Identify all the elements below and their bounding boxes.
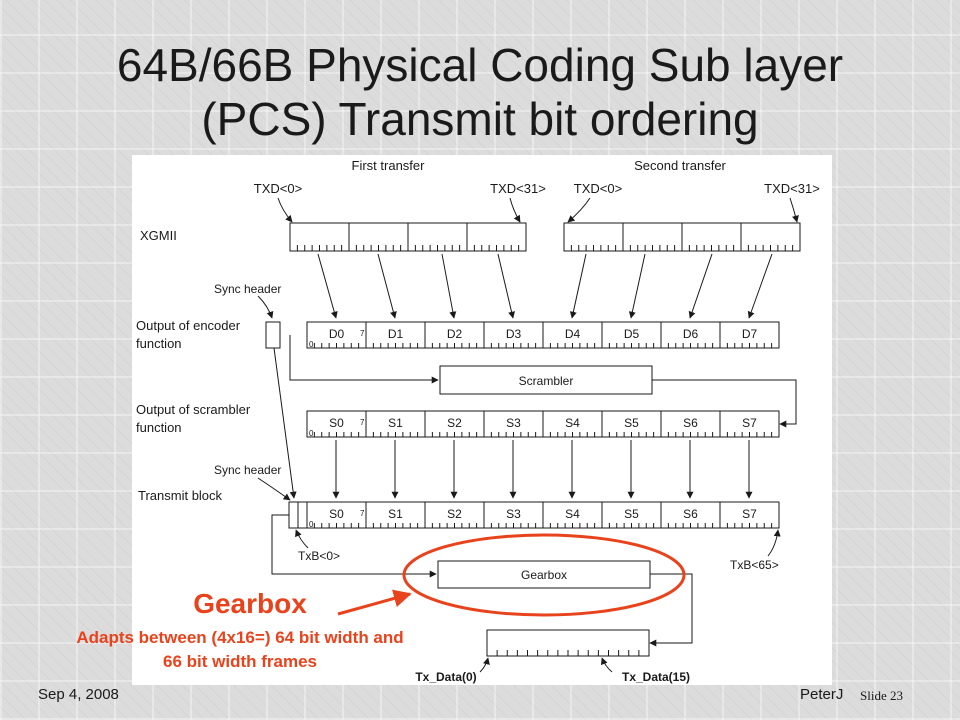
scrambler-label: Scrambler xyxy=(519,374,574,388)
cell-label-s0: S0 xyxy=(329,507,344,521)
tx-data-output-block xyxy=(486,629,650,657)
transmit-block-row: S0 S1 S2 S3 S4 S5 S6 S7 0 7 xyxy=(288,501,780,529)
txd-31-arrow-second xyxy=(789,197,799,223)
cell-label-s2: S2 xyxy=(447,416,462,430)
cell-label-d6: D6 xyxy=(683,327,699,341)
tx-data-0-label: Tx_Data(0) xyxy=(415,670,476,684)
xgmii-to-d3-arrow xyxy=(497,253,515,319)
cell-label-d5: D5 xyxy=(624,327,640,341)
sync-header-label-top: Sync header xyxy=(214,282,281,296)
scrambler-output-label-2: function xyxy=(136,420,182,435)
diagram-panel xyxy=(132,155,832,685)
encoder-to-scrambler-line xyxy=(289,335,439,384)
title-line-1: 64B/66B Physical Coding Sub layer xyxy=(116,39,844,91)
cell-label-d2: D2 xyxy=(447,327,463,341)
tx-data-0-arrow xyxy=(479,657,490,673)
xgmii-second-transfer xyxy=(563,222,801,252)
scrambler-output-row: S0 S1 S2 S3 S4 S5 S6 S7 0 7 xyxy=(306,410,780,438)
cell-label-d3: D3 xyxy=(506,327,522,341)
first-transfer-label: First transfer xyxy=(352,158,426,173)
footer-slide-number: Slide 23 xyxy=(860,688,903,704)
txd-31-arrow-first xyxy=(509,197,521,223)
transmit-to-gearbox-line xyxy=(271,514,437,578)
cell-label-s4: S4 xyxy=(565,507,580,521)
annotation-title: Gearbox xyxy=(193,588,307,619)
footer-date: Sep 4, 2008 xyxy=(38,686,119,703)
xgmii-to-encoder-arrows xyxy=(317,253,773,319)
xgmii-to-d4-arrow xyxy=(569,253,587,319)
bit-zero-marker: 0 xyxy=(309,520,314,529)
cell-label-s7: S7 xyxy=(742,507,757,521)
cell-label-s1: S1 xyxy=(388,507,403,521)
cell-label-s1: S1 xyxy=(388,416,403,430)
transmit-block-label: Transmit block xyxy=(138,488,223,503)
txb-65-label: TxB<65> xyxy=(730,558,779,572)
txd-31-label-second: TXD<31> xyxy=(764,181,820,196)
sync-header-drop-line xyxy=(273,347,297,499)
cell-label-s2: S2 xyxy=(447,507,462,521)
cell-label-d4: D4 xyxy=(565,327,581,341)
cell-label-d1: D1 xyxy=(388,327,404,341)
slide-title: 64B/66B Physical Coding Sub layer (PCS) … xyxy=(30,38,930,146)
cell-label-s7: S7 xyxy=(742,416,757,430)
bit-seven-marker: 7 xyxy=(360,329,365,338)
xgmii-to-d6-arrow xyxy=(688,253,713,319)
scrambler-output-label-1: Output of scrambler xyxy=(136,402,251,417)
encoder-output-row: D0 D1 D2 D3 D4 D5 D6 D7 0 7 xyxy=(306,321,780,349)
txd-0-label-first: TXD<0> xyxy=(254,181,302,196)
xgmii-to-d7-arrow xyxy=(747,253,773,319)
xgmii-to-d1-arrow xyxy=(377,253,397,319)
cell-label-s5: S5 xyxy=(624,507,639,521)
cell-label-s5: S5 xyxy=(624,416,639,430)
gearbox-highlight-ellipse xyxy=(402,533,686,617)
footer-author: PeterJ xyxy=(800,686,844,703)
annotation-line-2: 66 bit width frames xyxy=(163,652,317,671)
xgmii-first-transfer xyxy=(289,222,527,252)
sync-header-block-top xyxy=(265,321,281,349)
cell-label-s3: S3 xyxy=(506,507,521,521)
scrambler-to-transmit-arrows xyxy=(332,440,753,499)
txb-65-arrow xyxy=(767,529,781,557)
xgmii-to-d0-arrow xyxy=(317,253,338,319)
slide-label: Slide xyxy=(860,688,887,703)
txd-0-arrow-second xyxy=(567,197,591,223)
cell-label-s0: S0 xyxy=(329,416,344,430)
txd-0-label-second: TXD<0> xyxy=(574,181,622,196)
second-transfer-label: Second transfer xyxy=(634,158,726,173)
bit-zero-marker: 0 xyxy=(309,340,314,349)
cell-label-d7: D7 xyxy=(742,327,758,341)
bit-zero-marker: 0 xyxy=(309,429,314,438)
cell-label-s6: S6 xyxy=(683,507,698,521)
xgmii-label: XGMII xyxy=(140,228,177,243)
txb-0-label: TxB<0> xyxy=(298,549,340,563)
scrambler-to-output-line xyxy=(652,379,797,428)
sync-header-arrow-top xyxy=(257,295,274,319)
slide-number: 23 xyxy=(889,688,903,703)
xgmii-bit-ticks xyxy=(296,245,794,251)
gearbox-block-label: Gearbox xyxy=(521,568,567,582)
gearbox-callout-arrow xyxy=(337,589,412,616)
txd-0-arrow-first xyxy=(277,197,293,223)
tx-data-15-label: Tx_Data(15) xyxy=(622,670,690,684)
annotation-line-1: Adapts between (4x16=) 64 bit width and xyxy=(76,628,404,647)
title-line-2: (PCS) Transmit bit ordering xyxy=(201,93,759,145)
sync-header-label-bottom: Sync header xyxy=(214,463,281,477)
tx-data-15-arrow xyxy=(600,657,613,673)
encoder-output-label-1: Output of encoder xyxy=(136,318,241,333)
encoder-output-label-2: function xyxy=(136,336,182,351)
xgmii-to-d5-arrow xyxy=(628,253,646,319)
xgmii-to-d2-arrow xyxy=(441,253,457,319)
sync-header-arrow-bottom xyxy=(257,477,291,501)
cell-label-s4: S4 xyxy=(565,416,580,430)
txb-0-arrow xyxy=(295,529,309,549)
gearbox-to-output-line xyxy=(649,573,693,647)
bit-seven-marker: 7 xyxy=(360,418,365,427)
cell-label-s6: S6 xyxy=(683,416,698,430)
cell-label-s3: S3 xyxy=(506,416,521,430)
cell-label-d0: D0 xyxy=(329,327,345,341)
txd-31-label-first: TXD<31> xyxy=(490,181,546,196)
annotation-description: Adapts between (4x16=) 64 bit width and … xyxy=(20,626,460,674)
bit-seven-marker: 7 xyxy=(360,509,365,518)
